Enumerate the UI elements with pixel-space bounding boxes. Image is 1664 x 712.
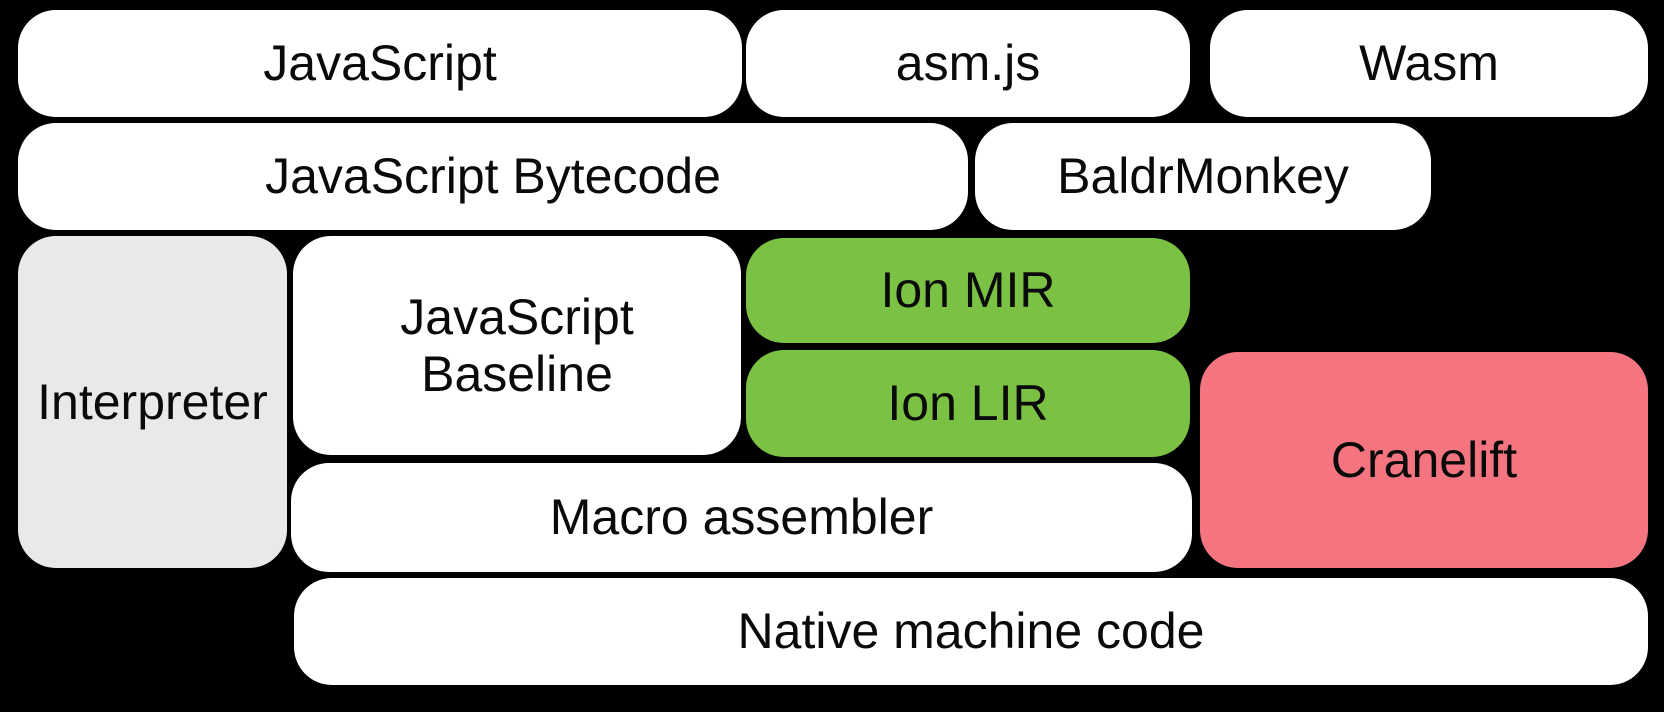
block-wasm: Wasm <box>1210 10 1648 117</box>
block-asmjs: asm.js <box>746 10 1190 117</box>
block-cranelift: Cranelift <box>1200 352 1648 568</box>
block-ion-mir: Ion MIR <box>746 238 1190 343</box>
block-ion-lir: Ion LIR <box>746 350 1190 457</box>
block-baldrmonkey: BaldrMonkey <box>975 123 1431 230</box>
block-javascript-bytecode: JavaScript Bytecode <box>18 123 968 230</box>
block-native-machine-code: Native machine code <box>294 578 1648 685</box>
block-javascript: JavaScript <box>18 10 742 117</box>
block-macro-assembler: Macro assembler <box>291 463 1192 572</box>
block-interpreter: Interpreter <box>18 236 287 568</box>
block-javascript-baseline: JavaScript Baseline <box>293 236 741 455</box>
